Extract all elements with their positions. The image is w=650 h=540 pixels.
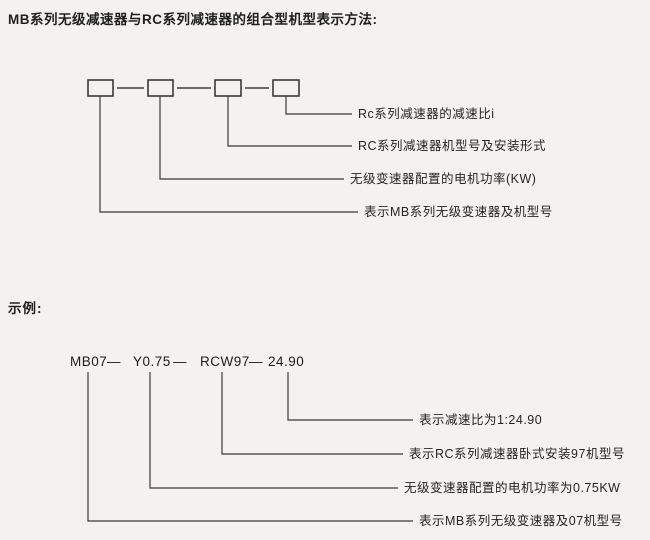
example-leader-rc-model	[221, 372, 403, 455]
example-leader-motor-power	[149, 372, 398, 489]
model-code-box-3	[214, 79, 242, 97]
model-code-box-4	[272, 79, 300, 97]
leader-line-ratio	[285, 96, 352, 115]
example-code-y075: Y0.75	[133, 354, 171, 369]
model-code-box-2	[147, 79, 174, 97]
diagram-label-motor-power: 无级变速器配置的电机功率(KW)	[350, 172, 537, 186]
example-heading: 示例:	[8, 301, 43, 316]
example-code-mb07: MB07	[70, 354, 108, 369]
example-code-2490: 24.90	[268, 354, 305, 369]
example-leader-mb-model	[87, 372, 413, 522]
leader-line-rc-model	[227, 96, 352, 147]
example-code-rcw97: RCW97	[200, 354, 250, 369]
leader-line-motor-power	[159, 96, 344, 180]
diagram-label-mb-model: 表示MB系列无级变速器及机型号	[364, 205, 553, 219]
model-code-box-1	[87, 79, 114, 97]
example-label-motor-power: 无级变速器配置的电机功率为0.75KW	[404, 481, 621, 495]
diagram-label-reduction-ratio: Rc系列减速器的减速比i	[358, 107, 495, 121]
example-code-separator-2: —	[173, 354, 187, 369]
example-code-separator-1: —	[107, 354, 121, 369]
page-title: MB系列无级减速器与RC系列减速器的组合型机型表示方法:	[8, 12, 378, 27]
example-label-mb-model: 表示MB系列无级变速器及07机型号	[419, 514, 623, 528]
example-code-separator-3: —	[249, 354, 263, 369]
leader-line-mb-model	[99, 96, 358, 213]
example-leader-ratio	[287, 372, 413, 421]
diagram-label-rc-model: RC系列减速器机型号及安装形式	[358, 139, 547, 153]
example-label-reduction-ratio: 表示减速比为1:24.90	[419, 413, 543, 427]
example-label-rc-model: 表示RC系列减速器卧式安装97机型号	[409, 447, 625, 461]
